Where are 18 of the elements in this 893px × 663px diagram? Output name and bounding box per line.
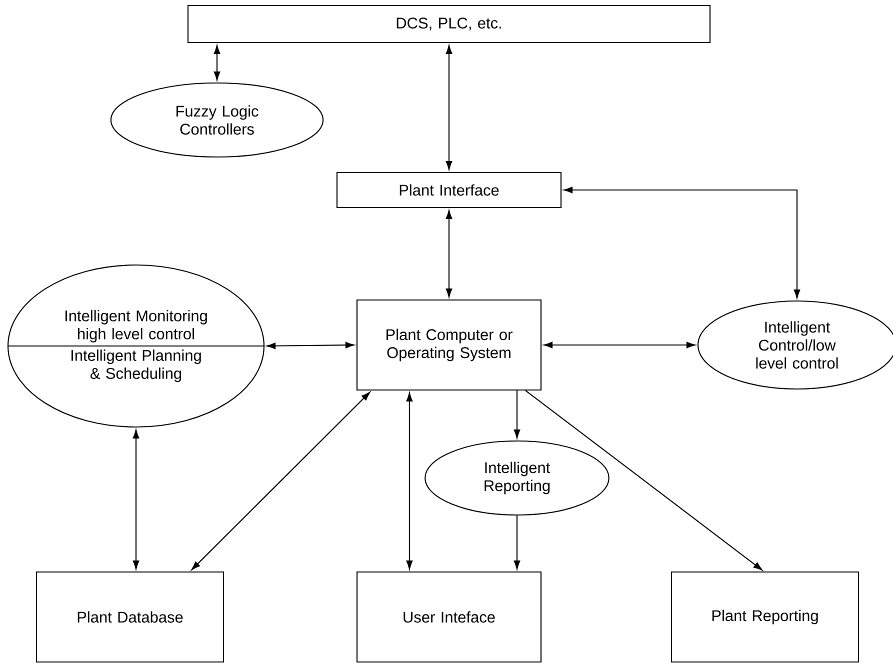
arrow [514, 390, 520, 438]
arrow [525, 390, 762, 570]
arrow [544, 342, 696, 348]
process-box: Plant Reporting [670, 571, 860, 663]
process-box: Plant Computer or Operating System [356, 299, 542, 391]
process-box: User Inteface [356, 571, 542, 663]
process-box: DCS, PLC, etc. [187, 4, 711, 44]
arrow [214, 45, 220, 80]
arrow [132, 430, 140, 570]
arrow [564, 186, 800, 298]
arrow [266, 342, 354, 350]
process-box: Plant Database [36, 571, 224, 663]
arrow [406, 392, 413, 570]
process-box: Plant Interface [336, 172, 562, 208]
arrow [514, 516, 520, 570]
arrow [446, 45, 452, 170]
arrow [191, 392, 370, 570]
arrow [446, 210, 452, 298]
